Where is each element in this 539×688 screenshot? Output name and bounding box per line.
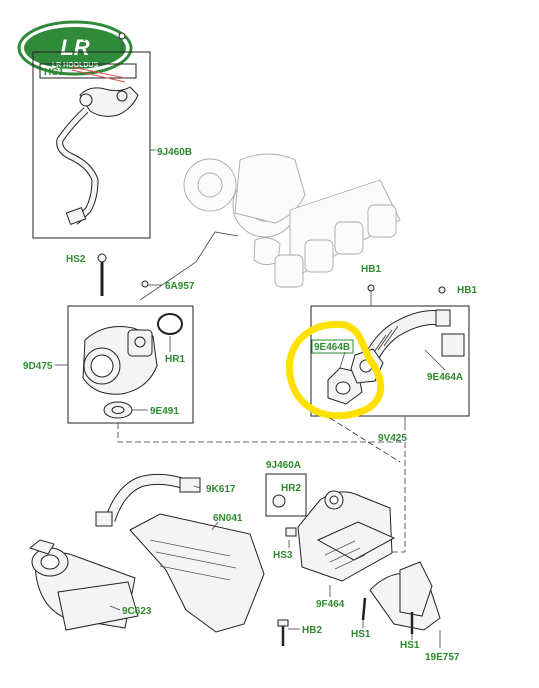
group-box-9j460b	[32, 51, 151, 239]
exhaust-manifold-ghost	[274, 179, 401, 288]
label-9e464b: 9E464B	[314, 342, 350, 353]
label-hs2: HS2	[66, 254, 86, 265]
label-9k617: 9K617	[206, 484, 236, 495]
egr-cooler-pipe-part	[56, 86, 139, 226]
egr-valve-part	[82, 326, 158, 395]
o-ring-part	[157, 313, 183, 335]
egr-pipe-9v425-part	[363, 309, 465, 364]
label-9f464: 9F464	[316, 599, 345, 610]
label-9v425: 9V425	[378, 433, 407, 444]
egr-pipe-9k617-part	[95, 473, 201, 527]
logo-tagline: LR HOOLDUS	[52, 62, 99, 69]
lr-hooldus-logo: LR LR HOOLDUS	[17, 20, 133, 76]
label-19e757: 19E757	[425, 652, 460, 663]
label-hb1-right: HB1	[457, 285, 477, 296]
logo-mark: LR	[60, 35, 89, 60]
label-6n041: 6N041	[213, 513, 243, 524]
label-9c623: 9C623	[122, 606, 152, 617]
group-box-9d475	[67, 305, 194, 424]
yellow-highlight-outline	[285, 320, 385, 420]
label-hs3: HS3	[273, 550, 293, 561]
label-9j460a: 9J460A	[266, 460, 301, 471]
heat-shield-6n041-part	[129, 513, 265, 633]
label-9e464a: 9E464A	[427, 372, 463, 383]
label-9d475: 9D475	[23, 361, 53, 372]
label-hr1: HR1	[165, 354, 185, 365]
label-hb2: HB2	[302, 625, 322, 636]
label-9j460b: 9J460B	[157, 147, 192, 158]
label-hb1-left: HB1	[361, 264, 381, 275]
label-hs1-right: HS1	[400, 640, 420, 651]
dashed-leader-9v425	[329, 417, 401, 463]
hr2-hose-part	[272, 494, 286, 508]
group-box-9j460a	[265, 473, 307, 517]
dashed-leader-egr-cooler	[117, 423, 406, 553]
label-hc1: HC1	[44, 67, 64, 78]
egr-cooler-9f464-part	[297, 490, 441, 631]
gasket-9e464b-part	[327, 367, 363, 405]
label-hr2: HR2	[281, 483, 301, 494]
label-hs1-left: HS1	[351, 629, 371, 640]
label-9e491: 9E491	[150, 406, 179, 417]
group-box-hc1	[39, 63, 137, 79]
label-6a957: 6A957	[165, 281, 195, 292]
gasket-9e491-part	[103, 401, 133, 419]
catalytic-converter-9c623-part	[28, 539, 139, 631]
label-hs4: HS4	[83, 33, 103, 44]
group-box-9v425	[310, 305, 470, 417]
turbocharger-ghost	[183, 153, 306, 265]
